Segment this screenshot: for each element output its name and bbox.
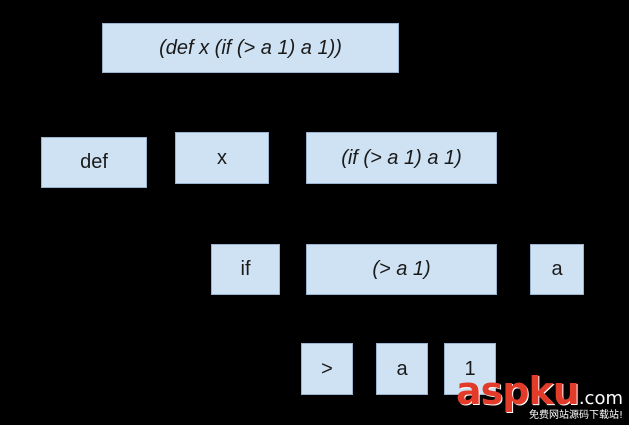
- def-token-node: def: [41, 137, 147, 188]
- one-token-node: 1: [444, 343, 496, 395]
- x-token-node: x: [175, 132, 269, 184]
- watermark-tld: .com: [578, 388, 623, 409]
- root-expression-node: (def x (if (> a 1) a 1)): [102, 23, 399, 73]
- if-token-node: if: [211, 244, 280, 295]
- condition-expression-node: (> a 1): [306, 244, 497, 295]
- aspku-watermark: aspku.com 免费网站源码下载站!: [456, 372, 623, 421]
- a-token-node: a: [376, 343, 428, 395]
- gt-token-node: >: [301, 343, 353, 395]
- then-a-token-node: a: [530, 244, 584, 295]
- if-expression-node: (if (> a 1) a 1): [306, 132, 497, 184]
- watermark-brand: aspku: [456, 369, 580, 413]
- watermark-tagline: 免费网站源码下载站!: [528, 410, 623, 421]
